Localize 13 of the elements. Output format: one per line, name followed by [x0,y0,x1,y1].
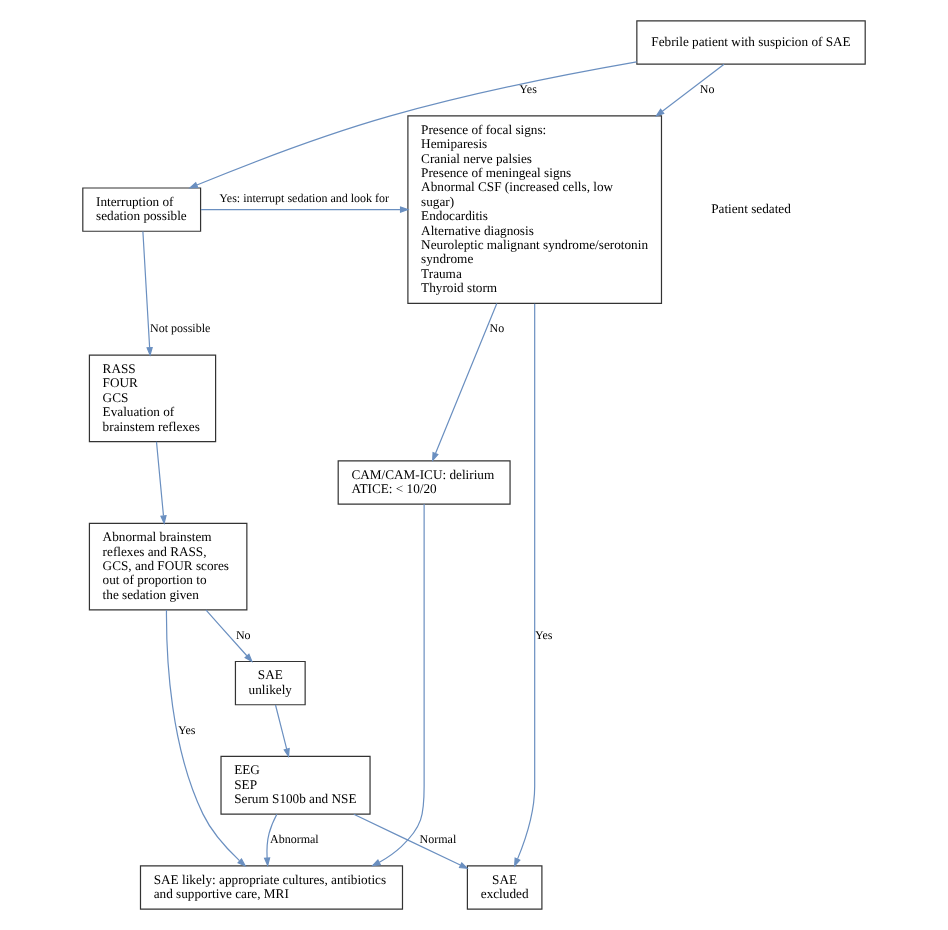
arrow [654,63,725,117]
arrow [353,813,469,870]
arrow [432,302,498,462]
arrow [155,441,167,525]
arrow [263,813,278,868]
arrow [188,61,638,189]
arrow [371,503,425,867]
arrow [205,609,254,663]
arrow [200,206,410,213]
arrow [142,230,153,357]
arrow [274,704,290,758]
arrow [513,303,536,868]
arrow [165,609,247,867]
